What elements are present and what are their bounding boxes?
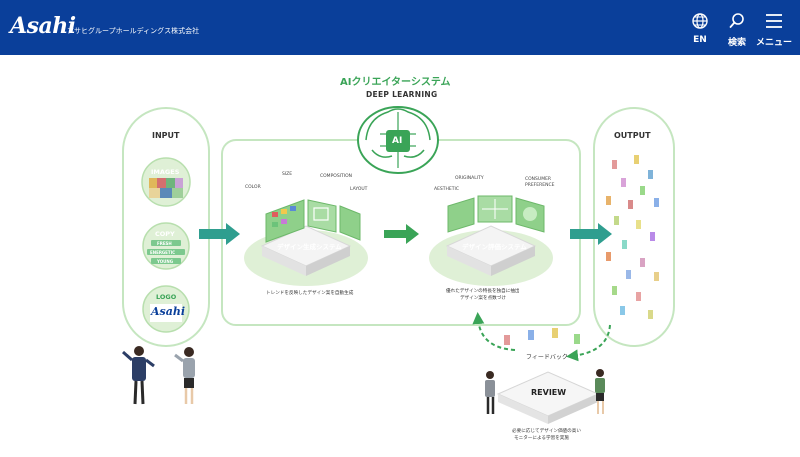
search-label: 検索 (727, 38, 746, 48)
person-man-icon (122, 346, 155, 405)
arrow-input-to-generation (199, 223, 240, 245)
review-platform (496, 328, 600, 424)
diagram-title: AIクリエイターシステム (340, 77, 451, 88)
search-button[interactable]: 検索 (717, 8, 757, 48)
label-composition: COMPOSITION (320, 174, 352, 179)
menu-button[interactable]: メニュー (754, 8, 794, 48)
logo-card (142, 285, 190, 333)
site-header: Asahi アサヒグループホールディングス株式会社 EN 検索 メニュー (0, 0, 800, 55)
arrow-generation-to-evaluation (384, 224, 419, 244)
reviewer-man-icon (485, 371, 495, 414)
label-consumer-preference: CONSUMER PREFERENCE (525, 177, 555, 188)
images-label: IMAGES (151, 168, 180, 176)
search-icon (729, 13, 744, 28)
generation-system-label: デザイン生成システム (277, 243, 342, 251)
feedback-label: フィードバック (526, 354, 568, 361)
feedback-loop-right (566, 324, 611, 362)
evaluation-caption-line1: 優れたデザインの特長を独自に抽出 (446, 289, 520, 294)
reviewer-woman-icon (595, 369, 605, 414)
output-design-samples (606, 155, 659, 319)
asahi-logo[interactable]: Asahi (10, 13, 76, 39)
input-pill (122, 107, 210, 347)
language-button[interactable]: EN (680, 8, 720, 48)
output-heading: OUTPUT (614, 131, 651, 140)
language-label: EN (693, 35, 707, 45)
ai-core-label: AI (392, 136, 403, 146)
evaluation-caption-line2: デザイン案を点数づけ (460, 296, 506, 301)
review-caption-line1: 必要に応じてデザイン価値の高い (512, 429, 581, 434)
generation-caption: トレンドを反映したデザイン案を自動生成 (266, 291, 354, 296)
review-caption-line2: モニターによる学習を実施 (514, 436, 569, 441)
evaluation-system-label: デザイン評価システム (462, 243, 527, 251)
copy-tag-young: YOUNG (157, 259, 174, 264)
label-size: SIZE (282, 172, 293, 177)
feedback-loop-left (472, 312, 516, 351)
images-card (141, 157, 191, 207)
label-color: COLOR (245, 185, 261, 190)
label-layout: LAYOUT (350, 187, 368, 192)
arrow-evaluation-to-output (570, 223, 612, 245)
review-label: REVIEW (531, 388, 567, 397)
globe-icon (692, 13, 708, 29)
design-evaluation-platform (429, 195, 553, 286)
design-generation-platform (244, 199, 368, 286)
person-woman-icon (174, 347, 195, 404)
label-originality: ORIGINALITY (455, 176, 484, 181)
label-aesthetic: AESTHETIC (434, 187, 459, 192)
input-heading: INPUT (152, 131, 180, 140)
output-pill (593, 107, 675, 347)
diagram-subtitle: DEEP LEARNING (366, 90, 438, 99)
logo-sample: Asahi (151, 305, 186, 318)
logo-label: LOGO (156, 293, 177, 301)
copy-card (142, 222, 190, 270)
hamburger-menu-icon (766, 14, 782, 28)
copy-tag-energetic: ENERGETIC (150, 250, 176, 255)
company-name[interactable]: アサヒグループホールディングス株式会社 (67, 28, 200, 35)
copy-tag-fresh: FRESH (157, 241, 172, 246)
menu-label: メニュー (755, 38, 792, 48)
copy-label: COPY (155, 230, 175, 238)
brain-ai-icon (357, 106, 439, 174)
